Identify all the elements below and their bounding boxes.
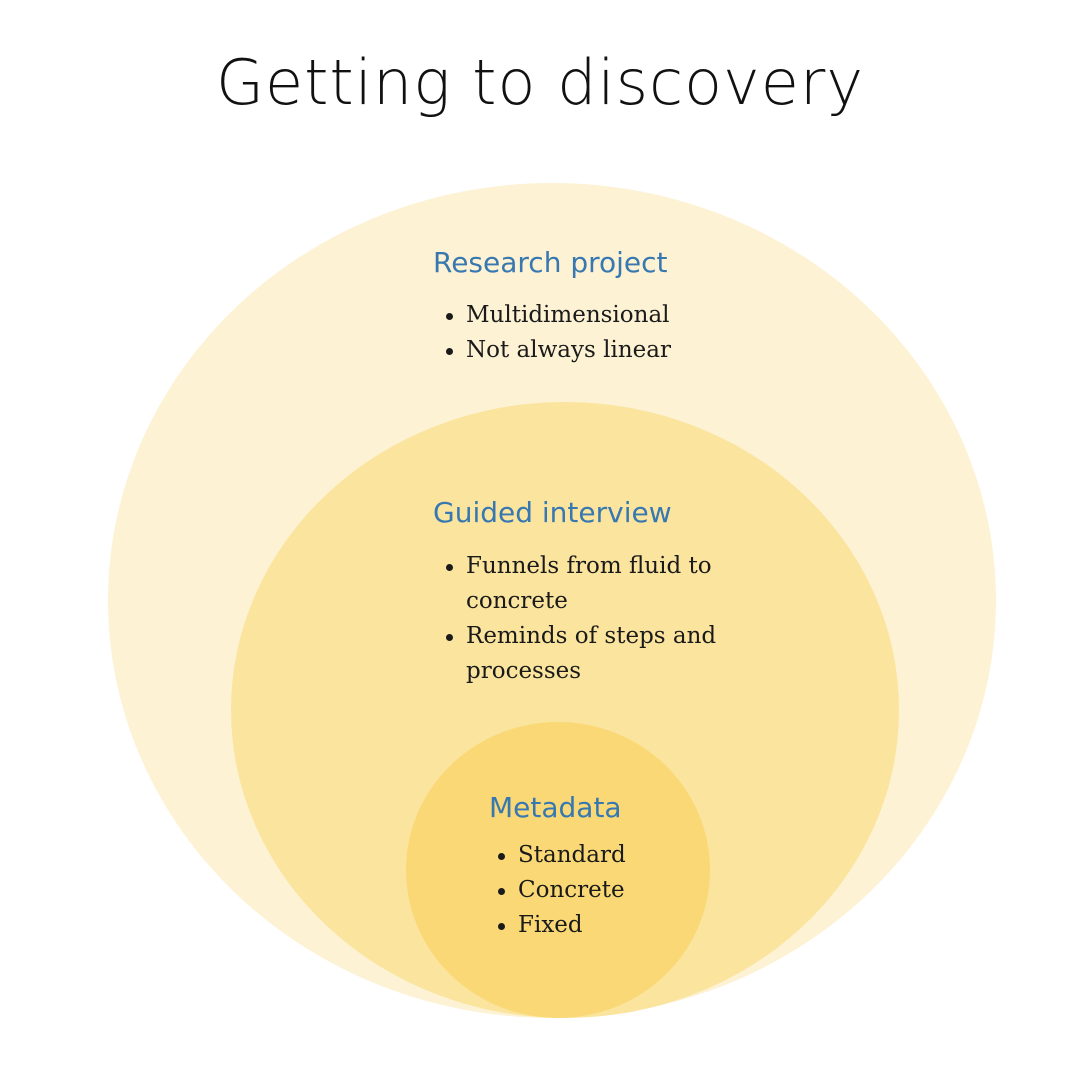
- list-item: Concrete: [498, 873, 626, 908]
- page-title: Getting to discovery: [215, 46, 865, 119]
- inner-circle-metadata: [406, 722, 710, 1018]
- guided-interview-heading: Guided interview: [433, 496, 672, 529]
- list-item: Not always linear: [446, 333, 671, 368]
- list-item: Reminds of steps and processes: [446, 619, 736, 689]
- metadata-list: Standard Concrete Fixed: [498, 838, 626, 943]
- list-item: Funnels from fluid to concrete: [446, 549, 736, 619]
- research-project-list: Multidimensional Not always linear: [446, 298, 671, 368]
- metadata-heading: Metadata: [489, 791, 622, 824]
- list-item: Multidimensional: [446, 298, 671, 333]
- guided-interview-list: Funnels from fluid to concrete Reminds o…: [446, 549, 736, 689]
- research-project-heading: Research project: [433, 246, 668, 279]
- list-item: Fixed: [498, 908, 626, 943]
- list-item: Standard: [498, 838, 626, 873]
